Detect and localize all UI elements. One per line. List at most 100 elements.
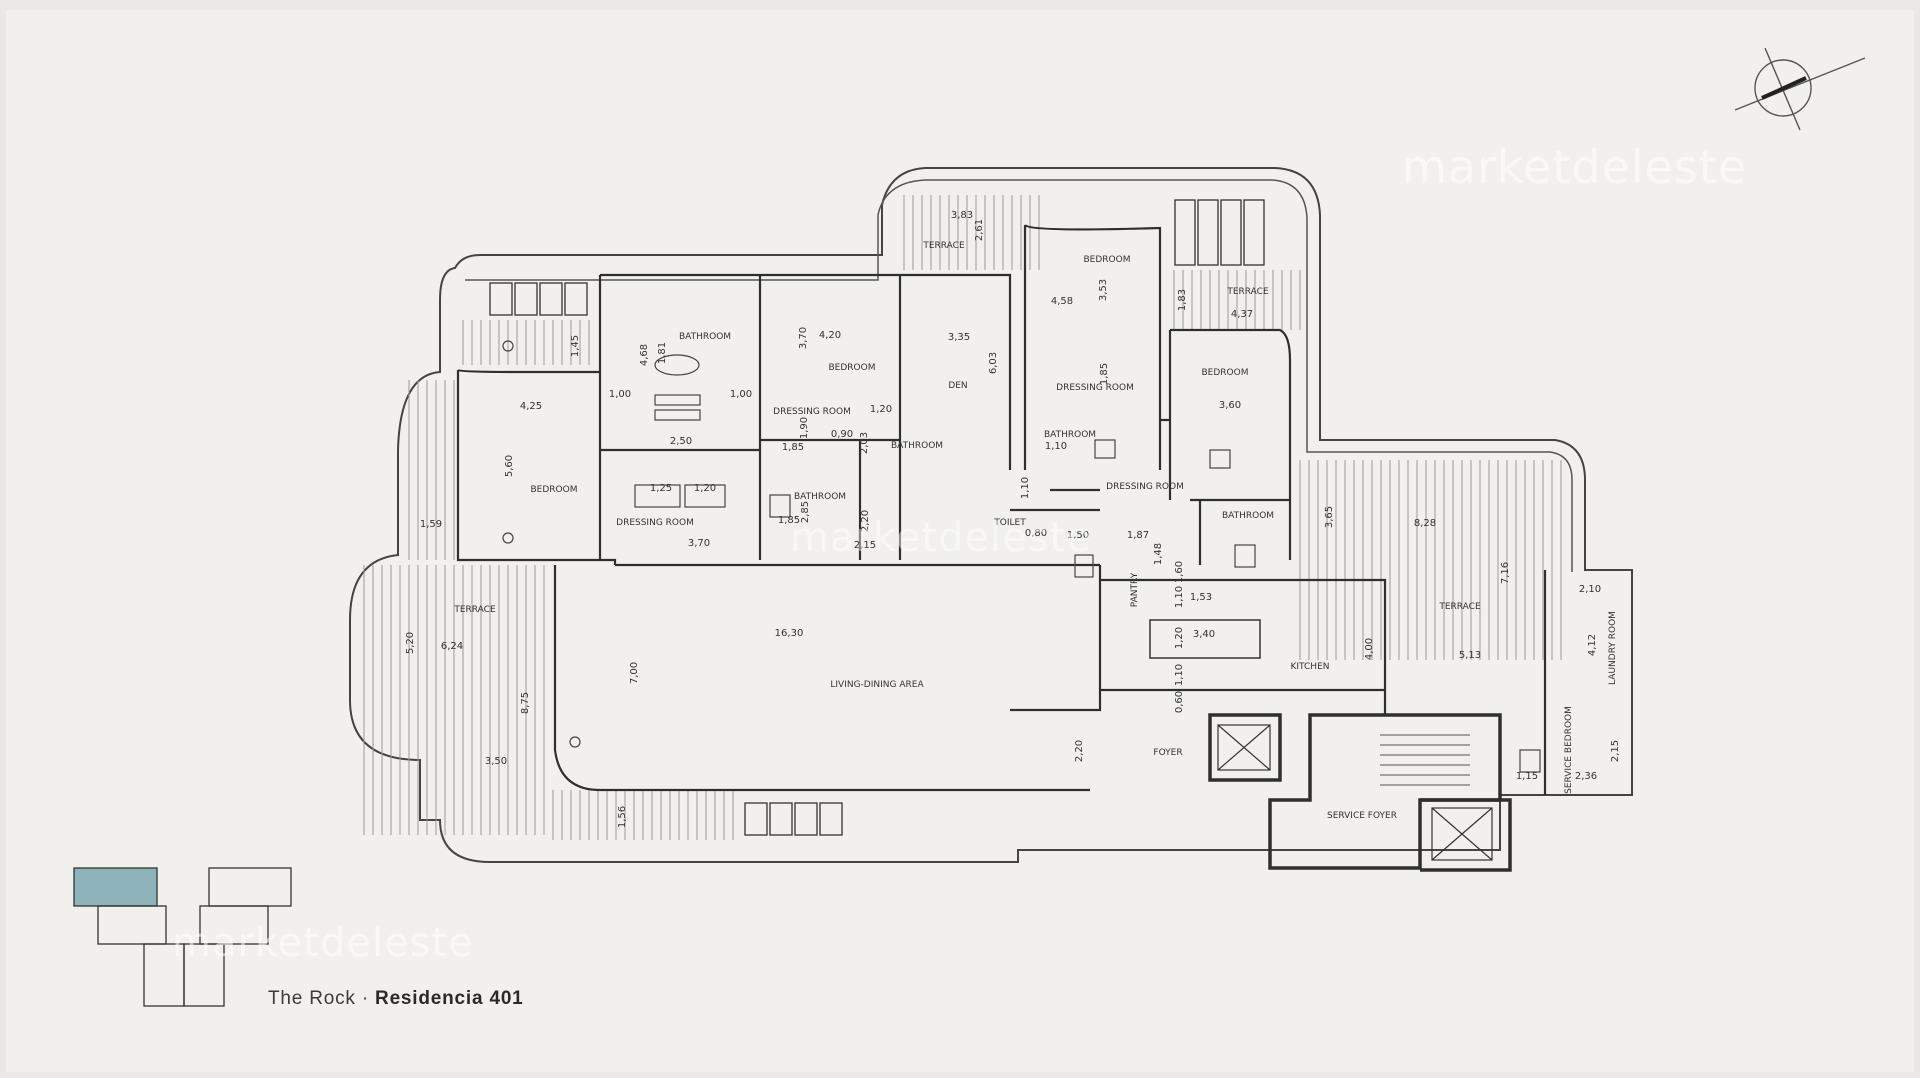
- caption-unit: Residencia 401: [375, 988, 524, 1009]
- dimension-label: 1,56: [617, 806, 628, 828]
- stair-treads: [1380, 734, 1470, 786]
- room-label-dressing-master: DRESSING ROOM: [616, 518, 694, 528]
- room-label-dressing-3: DRESSING ROOM: [1056, 383, 1134, 393]
- room-label-pantry: PANTRY: [1130, 572, 1140, 607]
- dimension-label: 3,70: [688, 538, 710, 549]
- dimension-label: 6,24: [441, 641, 463, 652]
- kitchen-island: [1149, 619, 1261, 659]
- room-label-bathroom-den: BATHROOM: [891, 441, 943, 451]
- dimension-label: 5,20: [405, 632, 416, 654]
- dimension-label: 1,90: [799, 417, 810, 439]
- dimension-label: 2,15: [854, 540, 876, 551]
- drawing-sheet: [6, 10, 1914, 1072]
- dimension-label: 1,25: [650, 483, 672, 494]
- room-label-foyer: FOYER: [1153, 748, 1182, 758]
- dimension-label: 1,85: [1099, 363, 1110, 385]
- room-label-terrace-ne: TERRACE: [1226, 287, 1269, 297]
- dimension-label: 1,20: [870, 404, 892, 415]
- dimension-label: 1,10: [1020, 477, 1031, 499]
- dimension-label: 3,53: [1098, 279, 1109, 301]
- dimension-label: 1,10: [1174, 586, 1185, 608]
- dimension-label: 3,35: [948, 332, 970, 343]
- dimension-label: 2,10: [1579, 584, 1601, 595]
- dimension-label: 1,48: [1153, 543, 1164, 565]
- dimension-label: 1,00: [730, 389, 752, 400]
- terrace-left-strip-hatch: [405, 380, 455, 560]
- room-label-bathroom-2: BATHROOM: [794, 492, 846, 502]
- room-label-bedroom-3: BEDROOM: [1084, 255, 1131, 265]
- compass-north-icon: [1734, 47, 1866, 131]
- dimension-label: 2,03: [859, 432, 870, 454]
- dimension-annotations: 1,45 4,25 5,60 1,59 4,68 1,00 2,50 1,00 …: [405, 210, 1621, 828]
- dimension-label: 0,90: [831, 429, 853, 440]
- room-label-service-bedroom: SERVICE BEDROOM: [1564, 706, 1574, 794]
- dimension-label: 1,20: [1174, 627, 1185, 649]
- terrace-west-hatch: [360, 565, 545, 835]
- room-label-terrace-east: TERRACE: [1438, 602, 1481, 612]
- dimension-label: 3,40: [1193, 629, 1215, 640]
- dimension-label: 4,58: [1051, 296, 1073, 307]
- elevator-symbols: [1217, 724, 1493, 861]
- room-label-toilet: TOILET: [993, 518, 1026, 528]
- room-label-dressing-2: DRESSING ROOM: [773, 407, 851, 417]
- room-label-terrace-top: TERRACE: [922, 241, 965, 251]
- dimension-label: 1,00: [609, 389, 631, 400]
- dimension-label: 3,65: [1324, 506, 1335, 528]
- plan-caption: The Rock · Residencia 401: [268, 988, 524, 1010]
- dimension-label: 1,15: [1516, 771, 1538, 782]
- dimension-label: 1,85: [782, 442, 804, 453]
- dimension-label: 1,85: [778, 515, 800, 526]
- terrace-ne-hatch: [1170, 270, 1305, 330]
- dimension-label: 1,50: [1067, 530, 1089, 541]
- dimension-label: 4,68: [639, 344, 650, 366]
- terrace-east-hatch: [1295, 460, 1565, 660]
- planters-south: [744, 802, 843, 836]
- dimension-label: 2,20: [1074, 740, 1085, 762]
- bathroom-fixtures: [502, 340, 1541, 773]
- dimension-label: 4,12: [1587, 634, 1598, 656]
- dimension-label: 1,87: [1127, 530, 1149, 541]
- dimension-label: 16,30: [775, 628, 804, 639]
- room-label-bedroom-2: BEDROOM: [829, 363, 876, 373]
- dimension-label: 2,36: [1575, 771, 1597, 782]
- dimension-label: 6,03: [988, 352, 999, 374]
- dimension-label: 2,61: [974, 219, 985, 241]
- dimension-label: 1,81: [657, 342, 668, 364]
- room-label-living-dining: LIVING-DINING AREA: [830, 680, 924, 690]
- dimension-label: 1,83: [1177, 289, 1188, 311]
- room-label-service-foyer: SERVICE FOYER: [1327, 811, 1397, 821]
- dimension-label: 3,70: [798, 327, 809, 349]
- room-label-bedroom-4: BEDROOM: [1202, 368, 1249, 378]
- planters-ne: [1174, 199, 1265, 266]
- dimension-label: 5,13: [1459, 650, 1481, 661]
- planters-north: [489, 282, 588, 316]
- dimension-label: 1,10: [1174, 664, 1185, 686]
- service-core: [1208, 713, 1512, 872]
- caption-project: The Rock: [268, 988, 356, 1009]
- dimension-label: 4,37: [1231, 309, 1253, 320]
- dimension-label: 3,83: [951, 210, 973, 221]
- room-label-terrace-west: TERRACE: [453, 605, 496, 615]
- dimension-label: 2,85: [800, 501, 811, 523]
- caption-separator: ·: [361, 988, 369, 1009]
- terrace-nw-hatch: [458, 320, 593, 365]
- dimension-label: 1,20: [694, 483, 716, 494]
- dimension-label: 1,10: [1045, 441, 1067, 452]
- dimension-label: 2,20: [860, 510, 871, 532]
- dimension-label: 0,80: [1025, 528, 1047, 539]
- dimension-label: 2,15: [1610, 740, 1621, 762]
- dimension-label: 0,60: [1174, 691, 1185, 713]
- dimension-label: 5,60: [504, 455, 515, 477]
- dimension-label: 8,75: [520, 692, 531, 714]
- dimension-label: 2,50: [670, 436, 692, 447]
- room-label-den: DEN: [948, 381, 967, 391]
- building-outline: [349, 167, 1633, 863]
- terrace-south-hatch: [545, 790, 735, 840]
- room-label-bedroom-west: BEDROOM: [531, 485, 578, 495]
- room-label-bathroom-3: BATHROOM: [1044, 430, 1096, 440]
- dimension-label: 7,00: [629, 662, 640, 684]
- the-rock-logo-icon: [73, 867, 292, 1007]
- dimension-label: 3,60: [1219, 400, 1241, 411]
- dimension-label: 1,53: [1190, 592, 1212, 603]
